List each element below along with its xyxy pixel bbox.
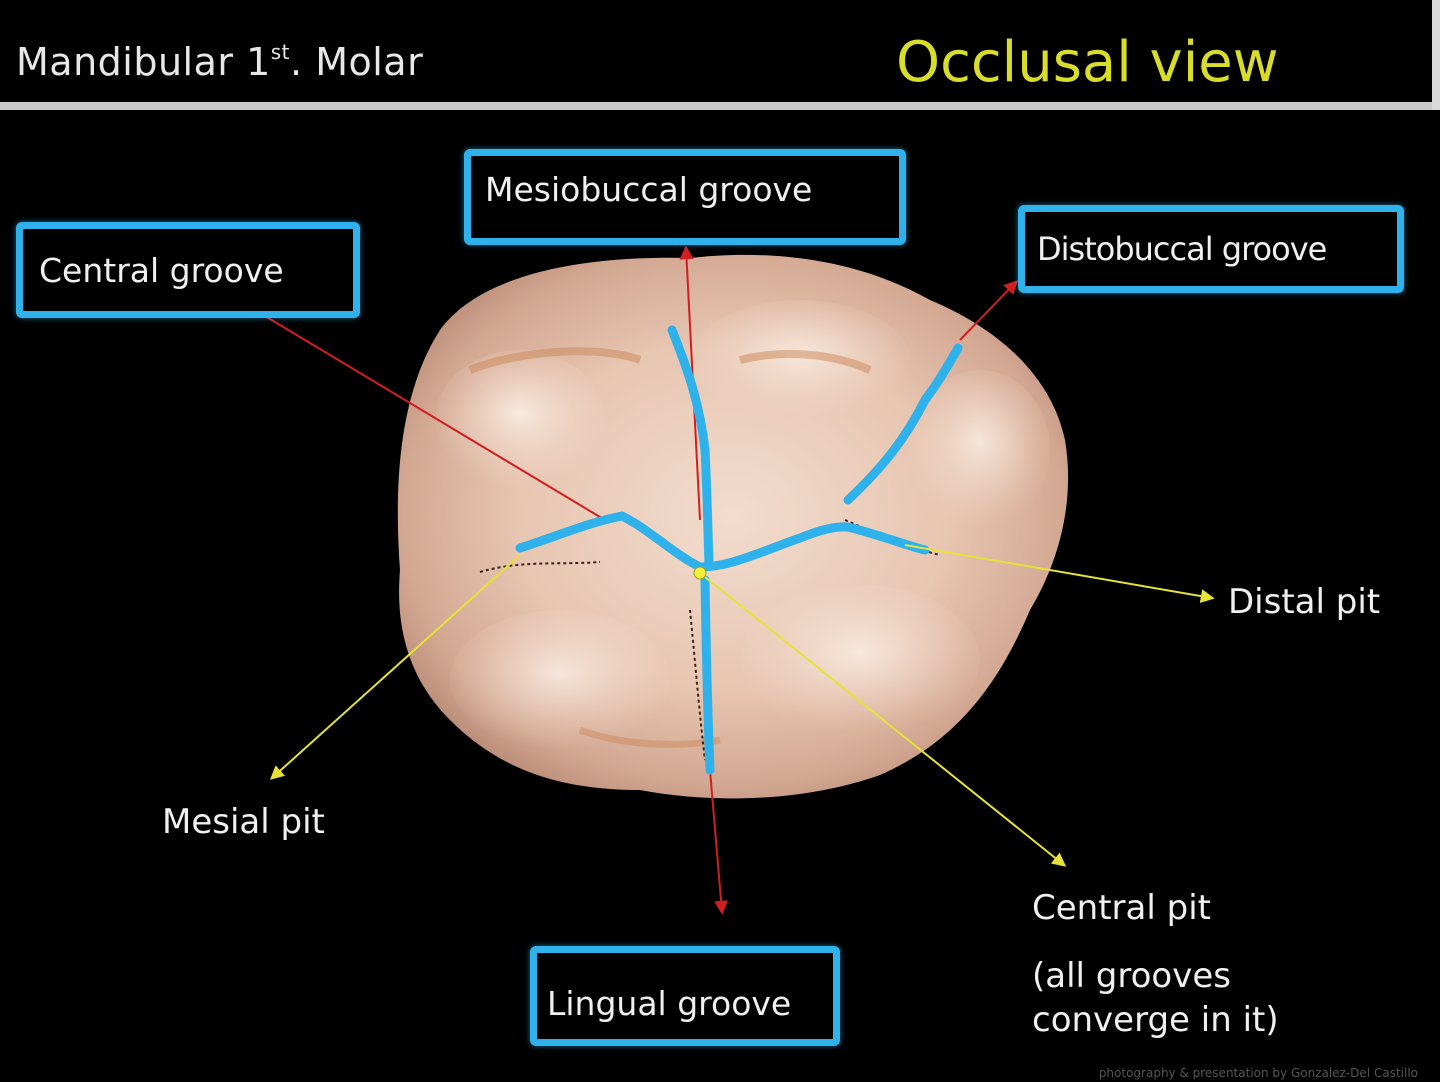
page-title-ordinal: st — [270, 40, 291, 64]
lingual-groove-text: Lingual groove — [547, 984, 792, 1023]
mesiobuccal-groove-label: Mesiobuccal groove — [464, 149, 906, 245]
central-pit-note-line2: converge in it) — [1032, 1000, 1279, 1040]
groove-highlights — [515, 325, 963, 775]
tooth-crown — [397, 254, 1069, 799]
central-groove-label: Central groove — [16, 222, 360, 318]
photo-credit: photography & presentation by Gonzalez-D… — [1098, 1066, 1418, 1080]
lingual-groove-line — [700, 575, 715, 775]
mesial-pit-leader — [269, 554, 521, 780]
central-groove-line — [515, 511, 930, 572]
central-groove-leader — [222, 290, 606, 521]
lingual-groove-leader — [709, 769, 729, 915]
page-title-main: Mandibular 1 — [16, 40, 271, 84]
mesial-pit-label: Mesial pit — [162, 802, 325, 842]
mesiobuccal-groove-text: Mesiobuccal groove — [485, 170, 813, 209]
header-edge — [1432, 0, 1440, 110]
lingual-groove-label: Lingual groove — [530, 946, 840, 1046]
central-pit-note-line1: (all grooves — [1032, 956, 1231, 996]
distobuccal-groove-label: Distobuccal groove — [1018, 205, 1404, 293]
distobuccal-groove-line — [843, 343, 963, 505]
page-title: Mandibular 1st. Molar — [16, 40, 423, 84]
page-title-rest: . Molar — [290, 40, 424, 84]
view-title: Occlusal view — [896, 30, 1279, 95]
central-pit-leader — [699, 572, 1067, 867]
distal-pit-label: Distal pit — [1228, 582, 1381, 622]
central-groove-text: Central groove — [39, 250, 284, 290]
distal-pit-leader — [904, 544, 1215, 603]
distobuccal-groove-text: Distobuccal groove — [1037, 230, 1327, 268]
central-pit-dot — [693, 566, 707, 580]
central-pit-label: Central pit — [1032, 888, 1211, 928]
distobuccal-groove-leader — [959, 279, 1018, 341]
mesiobuccal-groove-line — [667, 325, 714, 571]
header-divider — [0, 102, 1432, 110]
